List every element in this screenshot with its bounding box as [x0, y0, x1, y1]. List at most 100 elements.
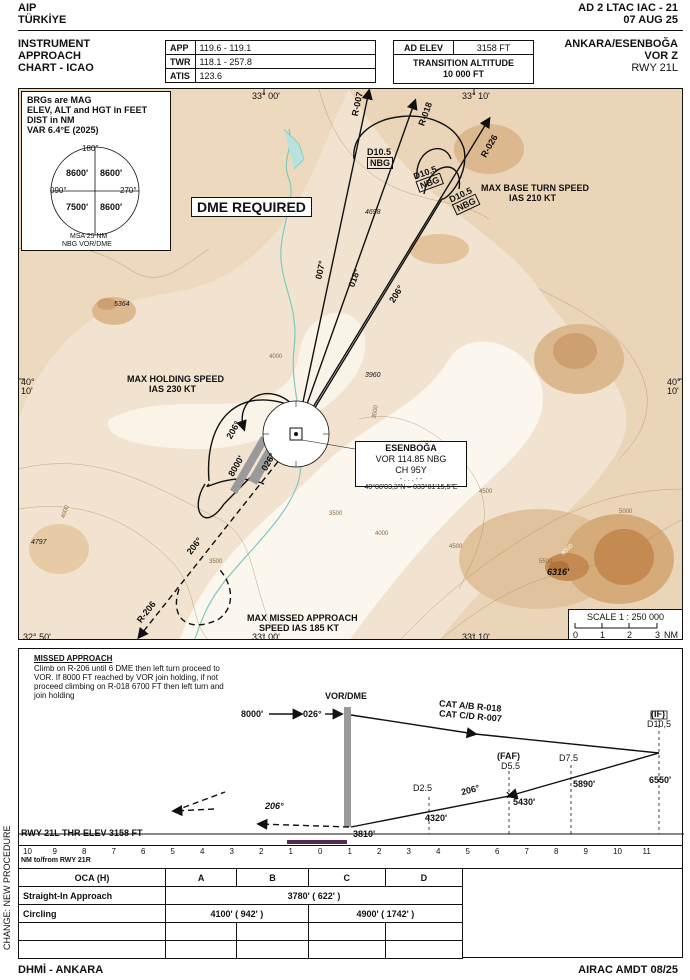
- runway-name: RWY 21L: [631, 62, 678, 74]
- change-note: CHANGE: NEW PROCEDURE: [2, 825, 12, 950]
- contour-label: 4500: [449, 544, 463, 550]
- page-ref: AD 2 LTAC IAC - 21: [578, 2, 678, 14]
- if-alt: 6550': [649, 775, 672, 785]
- navaid-morse: - . . . - -: [399, 476, 423, 483]
- scale-number: 7: [111, 847, 116, 856]
- if-label: (IF): [651, 709, 665, 719]
- scale-number: 9: [52, 847, 57, 856]
- scale-number: 1: [288, 847, 293, 856]
- navaid-box: ESENBOĞA VOR 114.85 NBG CH 95Y - . . . -…: [355, 441, 467, 491]
- missed-course: 206°: [265, 801, 284, 811]
- plan-view-map: BRGs are MAG ELEV, ALT and HGT in FEET D…: [18, 88, 683, 640]
- contour-label: 3500: [329, 511, 343, 517]
- spot-height: 5364: [114, 301, 130, 308]
- threshold-alt: 3810': [353, 829, 376, 839]
- scale-number: 6: [495, 847, 500, 856]
- distance-scale-graphic: [287, 840, 347, 844]
- footer-publisher: DHMİ - ANKARA: [18, 964, 104, 976]
- oca-table: OCA (H) A B C D Straight-In Approach 378…: [18, 868, 464, 959]
- navaid-coords: 40°08'03,3"N – 033°01'15,5"E: [364, 484, 458, 491]
- scale-number: 6: [141, 847, 146, 856]
- ad-elev-value: 3158 FT: [453, 40, 534, 55]
- faf-label: (FAF): [497, 751, 520, 761]
- d25-dist: D2.5: [413, 783, 433, 793]
- scale-number: 9: [583, 847, 588, 856]
- ad-elev-label: AD ELEV: [393, 40, 454, 55]
- info-box: BRGs are MAG ELEV, ALT and HGT in FEET D…: [21, 91, 171, 251]
- scale-number: 2: [377, 847, 382, 856]
- scale-number: 4: [436, 847, 441, 856]
- contour-label: 5500: [539, 559, 553, 565]
- d75-alt: 5890': [573, 779, 596, 789]
- svg-text:✕: ✕: [505, 789, 514, 802]
- msa-circle-icon: [50, 146, 140, 236]
- spot-height: 4698: [365, 209, 381, 216]
- missed-approach-text: Climb on R-206 until 6 DME then left tur…: [34, 664, 224, 700]
- profile-view: ✕ MISSED APPROACH Climb on R-206 until 6…: [18, 648, 684, 846]
- header-divider: [18, 30, 683, 31]
- scale-number: 4: [200, 847, 205, 856]
- scale-number: 8: [554, 847, 559, 856]
- oca-circling-row: Circling 4100' ( 942' ) 4900' ( 1742' ): [18, 904, 464, 923]
- airport-name: ANKARA/ESENBOĞA: [564, 38, 678, 50]
- airport-title: ANKARA/ESENBOĞA VOR Z RWY 21L: [564, 38, 678, 74]
- scale-number: 8: [82, 847, 87, 856]
- scale-number: 1: [347, 847, 352, 856]
- contour-label: 5000: [619, 509, 633, 515]
- contour-label: 4000: [375, 531, 389, 537]
- faf-alt: 5430': [513, 797, 536, 807]
- scale-number: 3: [406, 847, 411, 856]
- spot-height: 4797: [31, 539, 47, 546]
- scale-number: 0: [318, 847, 323, 856]
- spot-height: 6316': [547, 567, 570, 577]
- profile-course-026: 026°: [303, 709, 322, 719]
- scale-number: 5: [465, 847, 470, 856]
- spot-height: 3960: [365, 372, 381, 379]
- header-right: AD 2 LTAC IAC - 21 07 AUG 25: [578, 2, 678, 26]
- navaid-channel: CH 95Y: [395, 465, 427, 475]
- chart-title: INSTRUMENT APPROACH CHART - ICAO: [18, 38, 94, 74]
- contour-label: 3500: [209, 559, 223, 565]
- if-dist: D10,5: [647, 719, 672, 729]
- scale-number: 10: [23, 847, 32, 856]
- scale-number: 3: [229, 847, 234, 856]
- footer-airac: AIRAC AMDT 08/25: [578, 964, 678, 976]
- d25-alt: 4320': [425, 813, 448, 823]
- faf-dist: D5.5: [501, 761, 521, 771]
- transition-altitude: TRANSITION ALTITUDE 10 000 FT: [393, 54, 534, 84]
- scale-bar-graphic: [574, 623, 658, 629]
- threshold-label: RWY 21L THR ELEV 3158 FT: [21, 828, 143, 838]
- scale-caption: NM to/from RWY 21R: [21, 857, 91, 864]
- scale-number: 7: [524, 847, 529, 856]
- profile-graphic: ✕: [19, 707, 684, 835]
- scale-number: 5: [170, 847, 175, 856]
- d75-dist: D7.5: [559, 753, 579, 763]
- aip-label: AIP: [18, 2, 37, 14]
- vor-dme-label: VOR/DME: [325, 691, 368, 701]
- scale-bar: SCALE 1 : 250 000 0 1 2 3 NM: [568, 609, 682, 639]
- profile-alt-8000: 8000': [241, 709, 264, 719]
- scale-number: 11: [642, 847, 651, 856]
- terrain-layer: [19, 89, 682, 639]
- navaid-freq: VOR 114.85 NBG: [375, 454, 447, 464]
- contour-label: 4500: [479, 489, 493, 495]
- dme-required-label: DME REQUIRED: [191, 197, 312, 217]
- procedure-name: VOR Z: [644, 50, 678, 62]
- navaid-name: ESENBOĞA: [385, 443, 437, 453]
- scale-number: 10: [613, 847, 622, 856]
- missed-approach-title: MISSED APPROACH: [34, 654, 113, 663]
- oca-blank-panel: [463, 868, 683, 958]
- scale-number: 2: [259, 847, 264, 856]
- chart-date: 07 AUG 25: [623, 14, 678, 26]
